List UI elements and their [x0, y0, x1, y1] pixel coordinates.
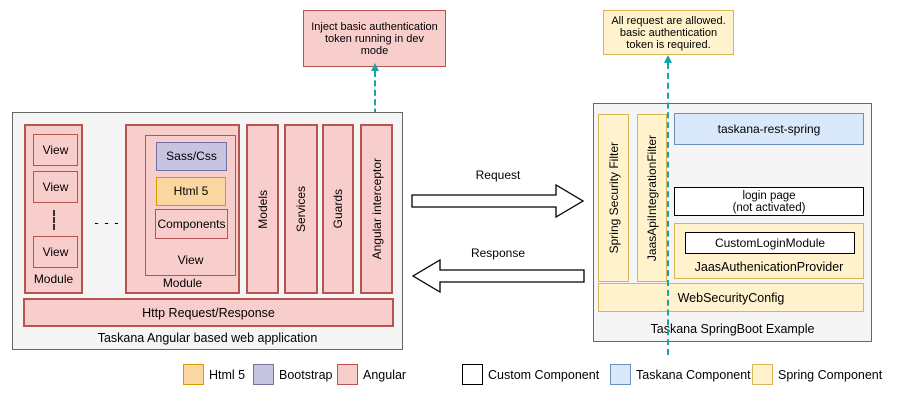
jaas-api-integration-filter-bar: JaasApiIntegrationFilter [637, 114, 667, 282]
view-box: View [33, 236, 78, 268]
request-arrow-icon [411, 183, 585, 219]
guards-bar: Guards [322, 124, 354, 294]
dashed-connector-right [667, 63, 669, 355]
view-box: View [33, 134, 78, 166]
response-arrow-icon [411, 258, 585, 294]
legend-item-custom-component: Custom Component [462, 364, 599, 385]
jaas-api-integration-filter-label: JaasApiIntegrationFilter [645, 134, 659, 262]
response-label: Response [470, 246, 526, 260]
spring-component-swatch-icon [752, 364, 773, 385]
view-container: Sass/Css Html 5 Components View [145, 135, 236, 276]
view-label: View [177, 252, 204, 267]
springboot-title: Taskana SpringBoot Example [650, 322, 815, 336]
angular-swatch-icon [337, 364, 358, 385]
request-label: Request [475, 168, 521, 182]
legend-label: Taskana Component [636, 367, 751, 382]
legend-label: Html 5 [209, 367, 246, 382]
web-security-config-bar: WebSecurityConfig [598, 283, 864, 312]
components-box: Components [155, 209, 228, 239]
legend-label: Angular [363, 367, 407, 382]
legend-label: Custom Component [488, 367, 600, 382]
services-bar: Services [284, 124, 318, 294]
springboot-container: Spring Security Filter JaasApiIntegratio… [593, 103, 872, 342]
guards-label: Guards [331, 189, 345, 229]
angular-app-title: Taskana Angular based web application [97, 331, 318, 345]
arrow-up-icon [664, 55, 672, 63]
login-page-box: login page (not activated) [674, 187, 864, 216]
module-label: Module [33, 271, 74, 286]
jaas-authentication-provider-box: CustomLoginModule JaasAuthenicationProvi… [674, 223, 864, 279]
vertical-ellipsis [53, 210, 55, 230]
sass-css-box: Sass/Css [156, 142, 227, 171]
spring-security-filter-label: Spring Security Filter [606, 142, 621, 254]
angular-app-container: View View View Module - - - Sass/Css Htm… [12, 112, 403, 350]
legend-item-bootstrap: Bootstrap [253, 364, 333, 385]
taskana-component-swatch-icon [610, 364, 631, 385]
http-request-response-bar: Http Request/Response [23, 298, 394, 327]
arrow-up-icon [371, 63, 379, 71]
legend-item-taskana-component: Taskana Component [610, 364, 751, 385]
jaas-authentication-provider-label: JaasAuthenicationProvider [694, 260, 844, 274]
bootstrap-swatch-icon [253, 364, 274, 385]
taskana-rest-spring-box: taskana-rest-spring [674, 113, 864, 145]
legend-item-html5: Html 5 [183, 364, 245, 385]
custom-component-swatch-icon [462, 364, 483, 385]
legend-label: Bootstrap [279, 367, 333, 382]
annotation-request-allowed: All request are allowed. basic authentic… [603, 10, 734, 55]
angular-interceptor-label: Angular interceptor [369, 158, 384, 260]
horizontal-ellipsis: - - - [94, 215, 120, 230]
legend-item-spring-component: Spring Component [752, 364, 882, 385]
html5-swatch-icon [183, 364, 204, 385]
legend-label: Spring Component [778, 367, 883, 382]
module-box-2: Sass/Css Html 5 Components View Module [125, 124, 240, 294]
models-label: Models [255, 189, 270, 229]
view-box: View [33, 171, 78, 203]
angular-interceptor-bar: Angular interceptor [360, 124, 393, 294]
spring-security-filter-bar: Spring Security Filter [598, 114, 629, 282]
annotation-dev-mode: Inject basic authentication token runnin… [303, 10, 446, 67]
dashed-connector-left [374, 71, 376, 124]
module-label: Module [162, 275, 203, 290]
services-label: Services [294, 185, 308, 232]
html5-box: Html 5 [156, 177, 226, 206]
module-box-1: View View View Module [24, 124, 83, 294]
legend-item-angular: Angular [337, 364, 406, 385]
models-bar: Models [246, 124, 279, 294]
custom-login-module-box: CustomLoginModule [685, 232, 855, 254]
